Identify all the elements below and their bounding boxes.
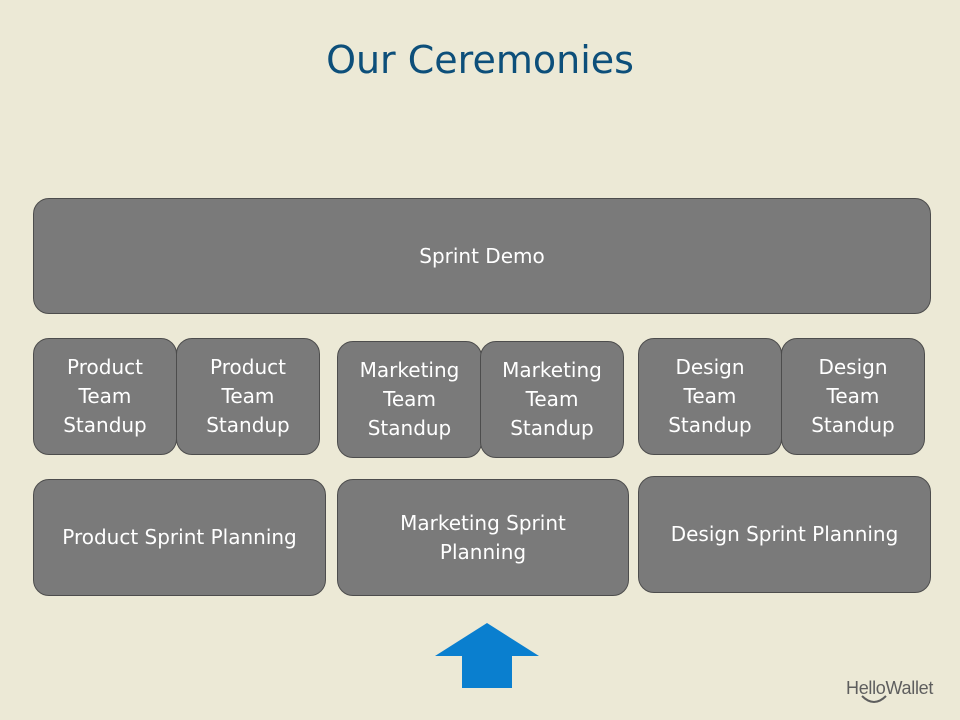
box-line: Standup [63,413,147,437]
sprint-demo-label: Sprint Demo [419,243,545,268]
product-standup-box-1: Product Team Standup [33,338,177,455]
product-sprint-planning-box: Product Sprint Planning [33,479,326,596]
marketing-standup-box-2: Marketing Team Standup [480,341,624,458]
marketing-sprint-planning-box: Marketing Sprint Planning [337,479,629,596]
box-line: Standup [510,416,594,440]
box-line: Standup [367,416,452,440]
design-planning-label: Design Sprint Planning [670,522,899,546]
hellowallet-logo: HelloWallet [846,678,934,698]
product-standup-box-2: Product Team Standup [176,338,320,455]
box-line: Design [818,355,888,379]
box-line: Planning [439,539,527,564]
box-line: Team [221,384,275,408]
design-sprint-planning-box: Design Sprint Planning [638,476,931,593]
box-line: Standup [206,413,290,437]
box-line: Marketing Sprint [400,510,566,535]
box-line: Product [67,355,143,379]
product-planning-label: Product Sprint Planning [62,525,297,549]
logo-smile-icon [861,695,887,703]
box-line: Marketing [502,358,602,382]
box-line: Team [826,384,880,408]
marketing-standup-box-1: Marketing Team Standup [337,341,482,458]
box-line: Standup [811,413,895,437]
box-line: Standup [668,413,752,437]
box-line: Team [525,387,579,411]
design-standup-box-2: Design Team Standup [781,338,925,455]
up-arrow-icon [435,623,539,688]
box-line: Product [210,355,286,379]
box-line: Team [683,384,737,408]
box-line: Design [675,355,745,379]
box-line: Team [383,387,436,411]
box-line: Team [78,384,132,408]
design-standup-box-1: Design Team Standup [638,338,782,455]
box-line: Marketing [359,358,460,382]
sprint-demo-box: Sprint Demo [33,198,931,314]
slide-title: Our Ceremonies [326,38,634,82]
